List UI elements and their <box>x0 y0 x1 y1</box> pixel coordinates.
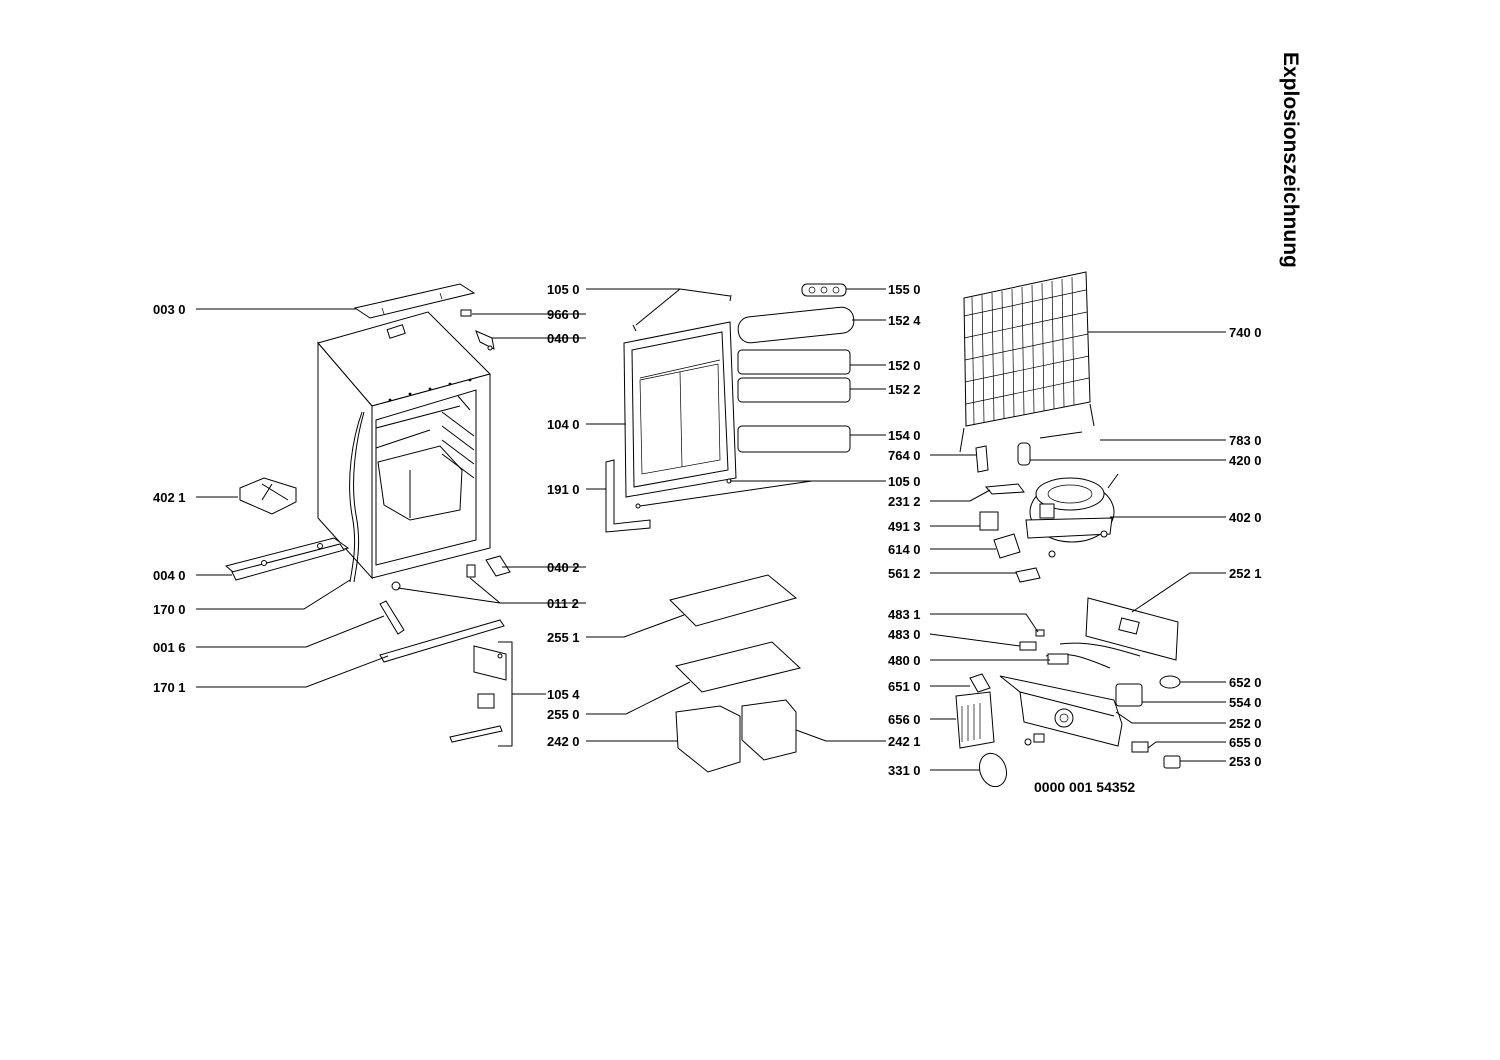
label-242-0: 242 0 <box>547 734 580 749</box>
label-152-4: 152 4 <box>888 313 921 328</box>
label-104-0: 104 0 <box>547 417 580 432</box>
label-783-0: 783 0 <box>1229 433 1262 448</box>
label-105-0-top: 105 0 <box>547 282 580 297</box>
label-155-0: 155 0 <box>888 282 921 297</box>
label-152-2: 152 2 <box>888 382 921 397</box>
relay <box>979 511 999 531</box>
label-105-4: 105 4 <box>547 687 580 702</box>
knob-ring <box>978 752 1008 788</box>
filter-drier <box>975 445 989 473</box>
label-740-0: 740 0 <box>1229 325 1262 340</box>
compressor <box>1025 473 1119 558</box>
label-242-1: 242 1 <box>888 734 921 749</box>
label-554-0: 554 0 <box>1229 695 1262 710</box>
freezer-compartment <box>239 477 297 515</box>
glass-shelf-upper <box>669 574 798 627</box>
label-651-0: 651 0 <box>888 679 921 694</box>
label-331-0: 331 0 <box>888 763 921 778</box>
label-011-2: 011 2 <box>547 596 579 611</box>
label-004-0: 004 0 <box>153 568 186 583</box>
base-rail <box>224 537 350 581</box>
crisper-boxes <box>675 699 797 773</box>
label-252-1: 252 1 <box>1229 566 1262 581</box>
bracket <box>379 600 405 635</box>
document-number: 0000 001 54352 <box>1034 779 1136 795</box>
thermostat <box>1115 683 1143 707</box>
cabinet-body <box>317 311 491 580</box>
top-hinge <box>475 330 495 351</box>
label-966-0: 966 0 <box>547 307 580 322</box>
hinge-kit <box>449 641 513 747</box>
control-panel-board <box>1085 597 1179 661</box>
label-656-0: 656 0 <box>888 712 921 727</box>
label-255-0: 255 0 <box>547 707 580 722</box>
label-105-0-bottom: 105 0 <box>888 474 921 489</box>
overload-protector <box>993 533 1021 559</box>
lamp <box>969 673 991 693</box>
label-491-3: 491 3 <box>888 519 921 534</box>
capacitor <box>1017 442 1031 466</box>
label-152-0: 152 0 <box>888 358 921 373</box>
label-652-0: 652 0 <box>1229 675 1262 690</box>
label-003-0: 003 0 <box>153 302 186 317</box>
label-001-6: 001 6 <box>153 640 186 655</box>
terminal-483-1 <box>1035 629 1045 637</box>
knob <box>1163 755 1181 769</box>
label-614-0: 614 0 <box>888 542 921 557</box>
label-191-0: 191 0 <box>547 482 580 497</box>
door-shelves <box>737 283 855 453</box>
light-bulb <box>1159 675 1181 689</box>
label-231-2: 231 2 <box>888 494 921 509</box>
clip-part <box>460 309 472 317</box>
glass-shelf-lower <box>675 641 802 693</box>
foot-right <box>466 564 476 578</box>
door-seal-strip <box>605 459 651 533</box>
terminal-part <box>1015 567 1041 583</box>
wiring-harness <box>1045 642 1141 669</box>
thermostat-housing <box>999 675 1123 747</box>
label-764-0: 764 0 <box>888 448 921 463</box>
foot-left <box>391 581 401 591</box>
top-cover-plate <box>353 283 476 319</box>
label-253-0: 253 0 <box>1229 754 1262 769</box>
label-255-1: 255 1 <box>547 630 580 645</box>
condenser-coil <box>959 271 1095 453</box>
label-402-0: 402 0 <box>1229 510 1262 525</box>
label-170-0: 170 0 <box>153 602 186 617</box>
label-480-0: 480 0 <box>888 653 921 668</box>
part-labels: 003 0 402 1 004 0 170 0 001 6 170 1 105 … <box>153 282 1262 778</box>
cable-clip <box>984 483 1025 495</box>
door <box>623 321 737 498</box>
label-040-0: 040 0 <box>547 331 580 346</box>
label-655-0: 655 0 <box>1229 735 1262 750</box>
label-402-1: 402 1 <box>153 490 186 505</box>
label-252-0: 252 0 <box>1229 716 1262 731</box>
bottom-hinge <box>485 555 511 577</box>
kick-plate-bar <box>379 619 505 663</box>
label-420-0: 420 0 <box>1229 453 1262 468</box>
label-154-0: 154 0 <box>888 428 921 443</box>
label-170-1: 170 1 <box>153 680 186 695</box>
part-drawings <box>224 271 1181 788</box>
terminal-483-0 <box>1019 641 1037 651</box>
label-561-2: 561 2 <box>888 566 921 581</box>
label-483-1: 483 1 <box>888 607 921 622</box>
drier-tube <box>1039 431 1083 439</box>
switch <box>1131 741 1149 753</box>
label-040-2: 040 2 <box>547 560 580 575</box>
label-483-0: 483 0 <box>888 627 921 642</box>
leader-lines <box>196 288 1226 771</box>
vent-grille <box>955 691 995 749</box>
